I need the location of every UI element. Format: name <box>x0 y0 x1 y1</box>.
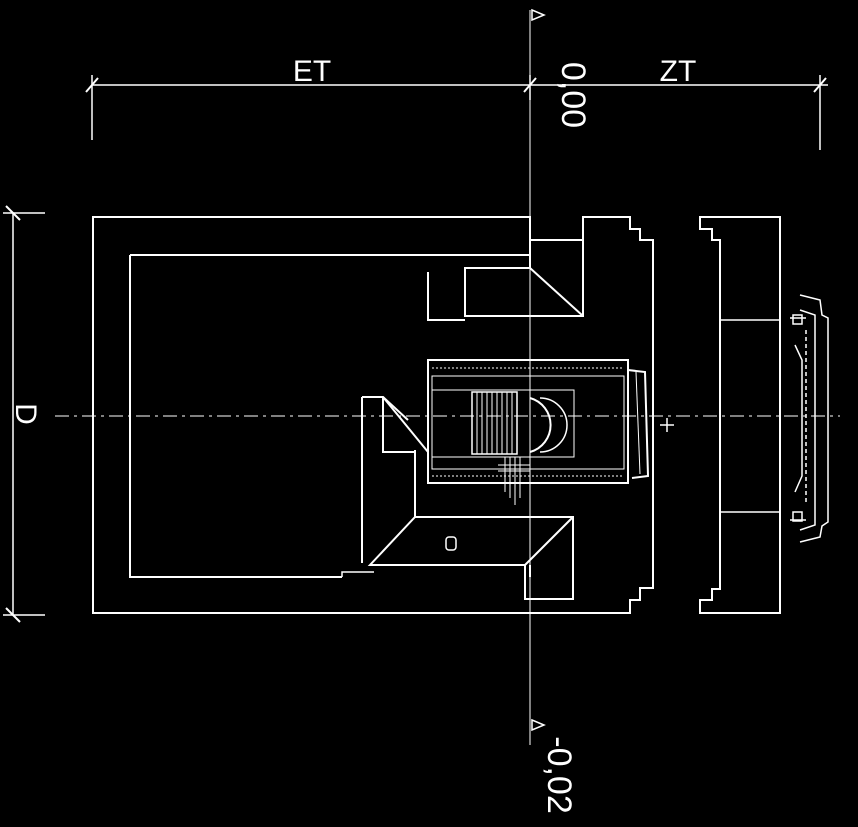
label-et: ET <box>293 55 331 88</box>
dimension-d <box>3 205 45 623</box>
outer-housing <box>92 216 654 614</box>
dimension-et-zt <box>85 75 828 150</box>
label-level-top: 0,00 <box>554 62 592 128</box>
level-marker-top <box>531 8 546 22</box>
label-level-bottom: -0,02 <box>540 736 578 814</box>
grille-panel <box>790 294 829 543</box>
upper-block <box>427 239 584 321</box>
inner-cavity <box>129 254 531 578</box>
lower-block <box>367 450 574 600</box>
front-plate <box>627 369 674 479</box>
level-marker-bottom <box>531 718 546 732</box>
frame <box>699 216 781 614</box>
hood <box>361 396 429 563</box>
label-d: D <box>9 403 42 425</box>
fan-unit <box>427 359 629 505</box>
label-zt: ZT <box>660 55 697 88</box>
